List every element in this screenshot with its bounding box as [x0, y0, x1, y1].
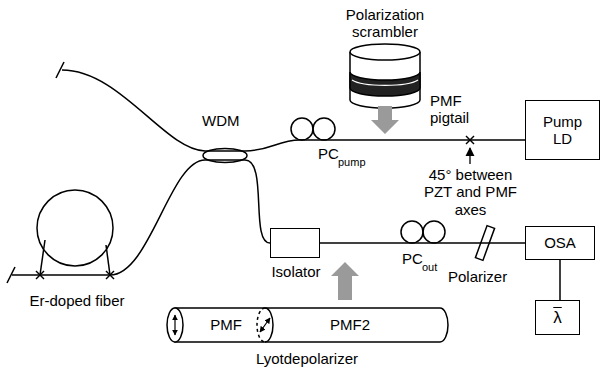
node-text: PMF2: [295, 316, 405, 333]
device-label: Polarization scrambler: [335, 6, 435, 41]
node-text: Lyotdepolarizer: [227, 350, 387, 367]
polarization-controller: [291, 118, 445, 243]
device-label: Polarizer: [448, 268, 528, 285]
grey-arrow: [331, 262, 359, 300]
grey-arrow: [371, 106, 399, 134]
lyot-cylinder: [167, 308, 448, 342]
scrambler-cylinder: [350, 44, 420, 108]
node-text: OSA: [544, 234, 576, 251]
node-text: PMF: [191, 316, 261, 333]
pointer-arrow: [469, 148, 470, 164]
isolator-box: Isolator: [270, 228, 320, 258]
subscript: out: [422, 261, 452, 274]
splice-mark: [36, 136, 474, 279]
wavelength-box: λ: [535, 300, 580, 335]
lyot-depolarizer: PMF PMF2Lyotdepolarizer: [165, 300, 450, 372]
device-label: WDM: [202, 112, 252, 129]
fiber-connector: [320, 242, 525, 244]
node-text: Pump LD: [540, 113, 585, 148]
fiber-label: Er-doped fiber: [12, 292, 142, 309]
note-label: 45° between PZT and PMF axes: [413, 166, 528, 218]
node-text: Isolator: [266, 263, 326, 280]
fiber-connector: [559, 260, 561, 300]
node-text: λ: [553, 308, 562, 328]
fiber-label: PMF pigtail: [430, 92, 486, 127]
laser-box: Pump LD: [525, 100, 600, 160]
analyzer-box: OSA: [525, 226, 595, 260]
subscript: pump: [338, 156, 378, 169]
